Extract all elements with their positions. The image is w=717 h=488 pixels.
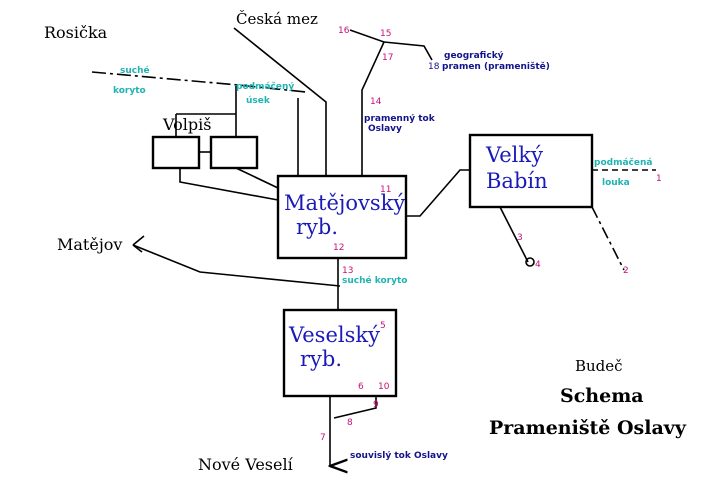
label-suche-line1: suché — [120, 65, 150, 76]
point-10: 10 — [378, 382, 390, 392]
label-geograficky-line2: pramen (prameniště) — [442, 61, 550, 72]
stream-volpis-1-to-matejovsky — [179, 168, 279, 201]
point-4: 4 — [535, 260, 541, 270]
label-podmaceny-line1: podmáčený — [236, 81, 294, 92]
pond-name-veselsky-line2: ryb. — [300, 347, 342, 371]
title-schema: Schema — [560, 385, 644, 407]
label-podmacena-line1: podmáčená — [594, 157, 652, 168]
point-16: 16 — [338, 26, 350, 36]
point-7: 7 — [320, 433, 326, 443]
point-13: 13 — [342, 266, 353, 276]
point-11: 11 — [380, 185, 391, 195]
pond-box-matejovsky — [276, 174, 408, 260]
point-15: 15 — [380, 29, 391, 39]
label-podmacena-line2: louka — [602, 178, 630, 188]
place-volpis: Volpiš — [162, 115, 211, 134]
pond-name-veselsky-line1: Veselský — [288, 323, 380, 347]
point-6: 6 — [358, 382, 364, 392]
spring-point-4 — [525, 257, 535, 267]
title-prameniste: Prameniště Oslavy — [489, 417, 687, 439]
point-8: 8 — [347, 418, 353, 428]
stream-16-to-15 — [349, 29, 385, 43]
stream-matejov-fork-b — [132, 244, 143, 253]
stream-volpis-2-to-matejovsky — [235, 167, 279, 189]
place-ceska-mez: Česká mez — [236, 10, 318, 28]
point-14: 14 — [370, 97, 382, 107]
pond-name-matejovsky-line1: Matějovský — [284, 191, 405, 215]
label-geograficky-line1: geografický — [444, 51, 504, 61]
stream-babin-to-matejovsky — [406, 169, 470, 217]
pond-name-matejovsky-line2: ryb. — [296, 215, 338, 239]
pond-box-volpis-2 — [209, 135, 259, 170]
place-matejov: Matějov — [57, 235, 122, 254]
label-souvisly-tok: souvislý tok Oslavy — [350, 451, 448, 461]
point-1: 1 — [656, 174, 662, 184]
place-nove-veseli: Nové Veselí — [198, 455, 294, 474]
point-2: 2 — [623, 266, 629, 276]
label-suche-line2: koryto — [113, 86, 146, 96]
pond-box-velky-babin — [468, 133, 594, 209]
stream-matejov — [132, 244, 341, 287]
stream-pramenny-tok — [361, 41, 385, 176]
label-podmaceny-line2: úsek — [246, 96, 271, 106]
label-suche-koryto: suché koryto — [342, 275, 407, 286]
place-budec: Budeč — [575, 357, 623, 375]
stream-2 — [591, 206, 625, 271]
pond-name-velky-babin-line2: Babín — [486, 169, 548, 193]
stream-3-to-4 — [499, 206, 529, 263]
label-pramenny-line1: pramenný tok — [364, 114, 436, 124]
point-18: 18 — [428, 62, 440, 72]
pond-box-volpis-1 — [151, 135, 201, 170]
point-12: 12 — [333, 243, 344, 253]
stream-9-to-8 — [333, 396, 377, 419]
pond-name-velky-babin-line1: Velký — [485, 143, 543, 167]
point-3: 3 — [517, 233, 523, 243]
pond-box-veselsky — [282, 308, 398, 398]
label-pramenny-line2: Oslavy — [368, 124, 402, 134]
point-5: 5 — [380, 321, 386, 331]
place-rosicka: Rosička — [44, 23, 108, 42]
stream-matejov-fork-a — [132, 235, 145, 246]
stream-ceska-mez — [233, 27, 327, 176]
stream-15-to-18 — [383, 41, 433, 61]
point-9: 9 — [373, 400, 379, 410]
point-17: 17 — [382, 53, 393, 63]
